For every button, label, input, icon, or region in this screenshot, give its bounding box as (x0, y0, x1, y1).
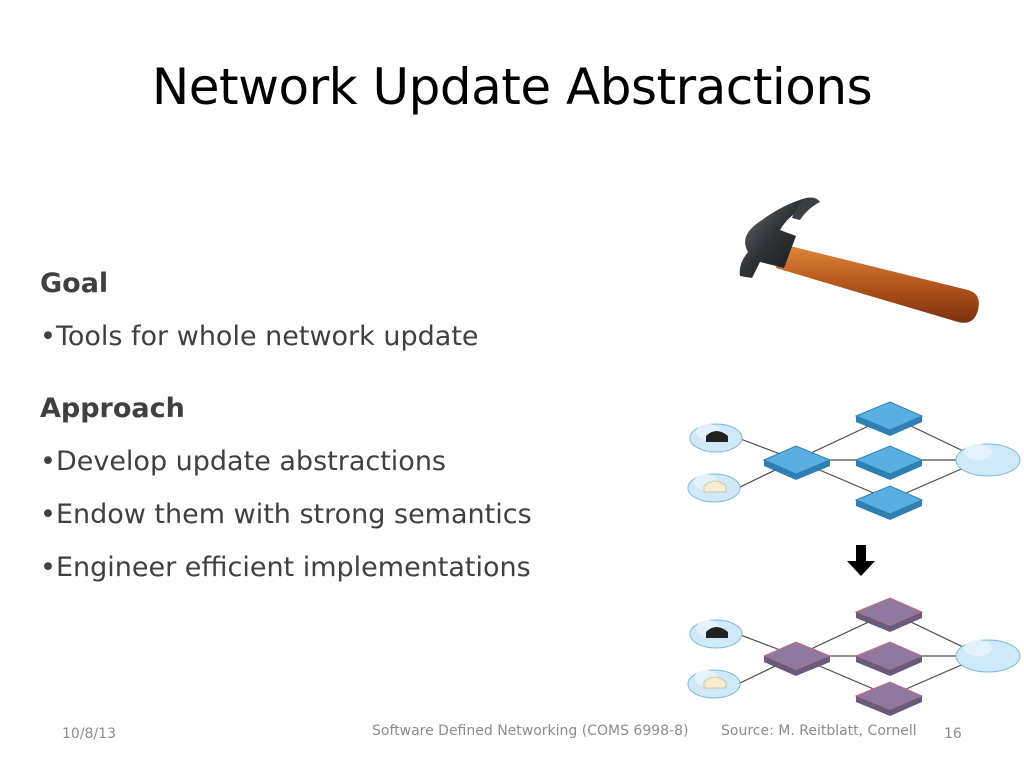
down-arrow-icon (847, 545, 875, 576)
goal-bullet-1: •Tools for whole network update (40, 321, 479, 352)
bullet-glyph: • (40, 321, 56, 352)
bullet-glyph: • (40, 446, 56, 477)
bullet-glyph: • (40, 552, 56, 583)
approach-heading: Approach (40, 393, 185, 424)
approach-bullet-2: •Endow them with strong semantics (40, 499, 532, 530)
footer-date: 10/8/13 (62, 726, 116, 742)
network-diagram-after (687, 597, 1021, 716)
approach-bullet-1: •Develop update abstractions (40, 446, 447, 477)
footer-course: Software Defined Networking (COMS 6998-8… (372, 723, 689, 739)
hammer-icon (739, 197, 979, 323)
bullet-glyph: • (40, 499, 56, 530)
goal-heading: Goal (40, 268, 109, 299)
slide-title: Network Update Abstractions (151, 58, 873, 116)
network-diagram-before (687, 401, 1021, 520)
footer-source: Source: M. Reitblatt, Cornell (721, 723, 917, 739)
approach-bullet-3: •Engineer efficient implementations (40, 552, 531, 583)
page-number: 16 (944, 726, 962, 742)
